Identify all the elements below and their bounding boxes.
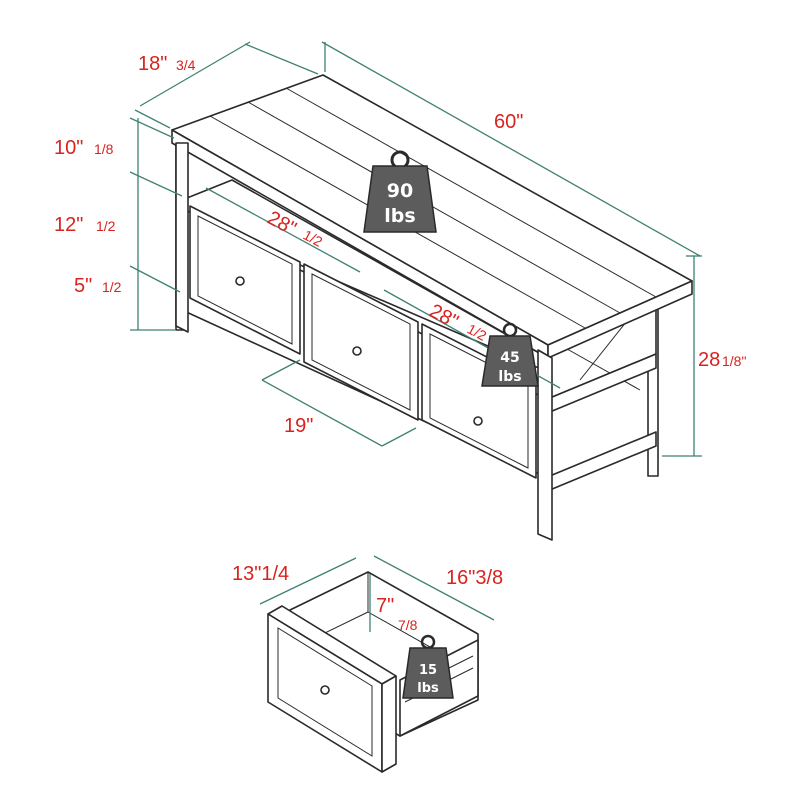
drawer-detail-knob [320, 685, 330, 695]
dim-ext-drawer-a [261, 359, 301, 381]
dim-leg-clearance-main: 5" [74, 275, 92, 297]
dim-leg-clearance-frac: 1/2 [102, 279, 122, 295]
weight-shelf-icon [481, 335, 539, 387]
weight-top-unit: lbs [384, 205, 415, 227]
weight-drawer: 15 lbs [402, 634, 454, 699]
dim-drawer-height-frac: 7/8 [398, 617, 418, 633]
dim-tick-drawer [129, 265, 181, 293]
front-right-leg [537, 349, 553, 541]
drawer-2-front [303, 263, 419, 421]
dim-line-drawer-width [261, 379, 383, 447]
drawer-2-knob [352, 346, 362, 356]
dim-ext-drawer-b [381, 427, 417, 447]
drawer-1-panel [197, 215, 293, 345]
dim-ext-depth-b [244, 43, 319, 75]
right-bottom-rail [544, 431, 657, 493]
weight-top: 90 lbs [363, 150, 437, 233]
dim-total-height-frac: 1/8" [722, 353, 746, 369]
weight-shelf: 45 lbs [481, 322, 539, 387]
dim-drawer-section-frac: 1/2 [96, 218, 116, 234]
dim-line-width [321, 41, 701, 257]
dim-width: 60" [494, 111, 523, 133]
dim-drawer-section-main: 12" [54, 214, 83, 236]
dim-tick-top [129, 117, 175, 139]
weight-top-value: 90 [387, 180, 413, 202]
dim-tick-shelf [129, 171, 183, 197]
front-left-leg [175, 142, 189, 333]
dim-line-depth [139, 41, 251, 107]
dim-ext-depth-a [134, 109, 171, 129]
table-top-side-edge [547, 280, 693, 359]
dim-total-height-main: 28 [698, 349, 720, 371]
dim-depth-top-frac: 3/4 [176, 57, 196, 73]
drawer-1-knob [235, 276, 245, 286]
weight-top-icon [363, 165, 437, 233]
weight-shelf-unit: lbs [498, 369, 521, 385]
drawer-front-side-edge [381, 675, 397, 773]
plank-line-2 [247, 101, 621, 314]
drawer-3-knob [473, 416, 483, 426]
dim-shelf-height-frac: 1/8 [94, 141, 114, 157]
dim-line-drawer-length [373, 555, 495, 621]
weight-drawer-unit: lbs [417, 681, 439, 696]
weight-drawer-icon [402, 647, 454, 699]
weight-shelf-value: 45 [500, 350, 519, 366]
drawer-front-panel [277, 627, 373, 757]
dim-shelf-height-main: 10" [54, 137, 83, 159]
drawer-2-panel [311, 273, 411, 411]
plank-line-3 [285, 87, 657, 298]
weight-drawer-value: 15 [419, 663, 437, 678]
dim-line-inner-left [205, 187, 361, 273]
dim-line-drawer-depth [259, 557, 357, 605]
dim-drawer-height-main: 7" [376, 595, 394, 617]
x-brace-a [559, 344, 641, 391]
dim-depth-top-main: 18" [138, 53, 167, 75]
drawer-1-front [189, 205, 301, 355]
dim-drawer-width: 19" [284, 415, 313, 437]
dim-drawer-length: 16"3/8 [446, 567, 503, 589]
dim-drawer-depth: 13"1/4 [232, 563, 289, 585]
